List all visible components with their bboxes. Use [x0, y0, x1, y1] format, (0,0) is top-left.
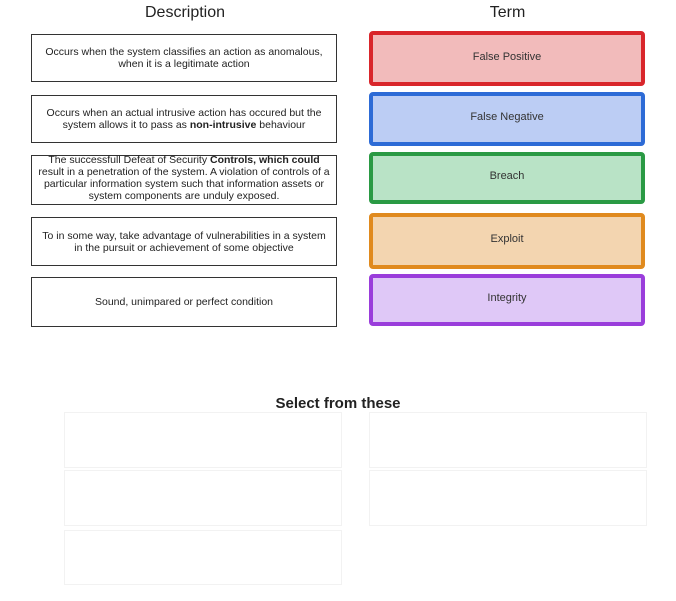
description-heading: Description: [144, 4, 226, 21]
empty-slot[interactable]: [64, 412, 342, 468]
term-heading: Term: [489, 4, 526, 21]
description-text: Occurs when an actual intrusive action h…: [46, 107, 322, 131]
description-box-4: To in some way, take advantage of vulner…: [31, 217, 337, 266]
term-label: False Negative: [470, 111, 544, 123]
empty-slot[interactable]: [64, 530, 342, 585]
term-label: False Positive: [472, 50, 542, 63]
term-exploit[interactable]: Exploit: [369, 213, 645, 269]
term-label: Breach: [489, 170, 525, 182]
description-box-3: The successfull Defeat of Security Contr…: [31, 154, 337, 205]
description-text: The successfull Defeat of Security Contr…: [38, 154, 330, 202]
description-box-5: Sound, unimpared or perfect condition: [31, 277, 337, 327]
term-label: Integrity: [487, 292, 527, 304]
term-breach[interactable]: Breach: [369, 152, 645, 204]
select-from-these-title: Select from these: [275, 395, 401, 412]
description-text: Occurs when the system classifies an act…: [45, 46, 323, 70]
term-false-negative[interactable]: False Negative: [369, 92, 645, 146]
empty-slot[interactable]: [369, 412, 647, 468]
term-false-positive[interactable]: False Positive: [369, 31, 645, 86]
description-text: To in some way, take advantage of vulner…: [42, 229, 326, 254]
empty-slot[interactable]: [369, 470, 647, 526]
description-box-1: Occurs when the system classifies an act…: [31, 34, 337, 82]
term-integrity[interactable]: Integrity: [369, 274, 645, 326]
empty-slot[interactable]: [64, 470, 342, 526]
description-text: Sound, unimpared or perfect condition: [94, 296, 274, 308]
description-box-2: Occurs when an actual intrusive action h…: [31, 95, 337, 143]
term-label: Exploit: [490, 233, 524, 245]
